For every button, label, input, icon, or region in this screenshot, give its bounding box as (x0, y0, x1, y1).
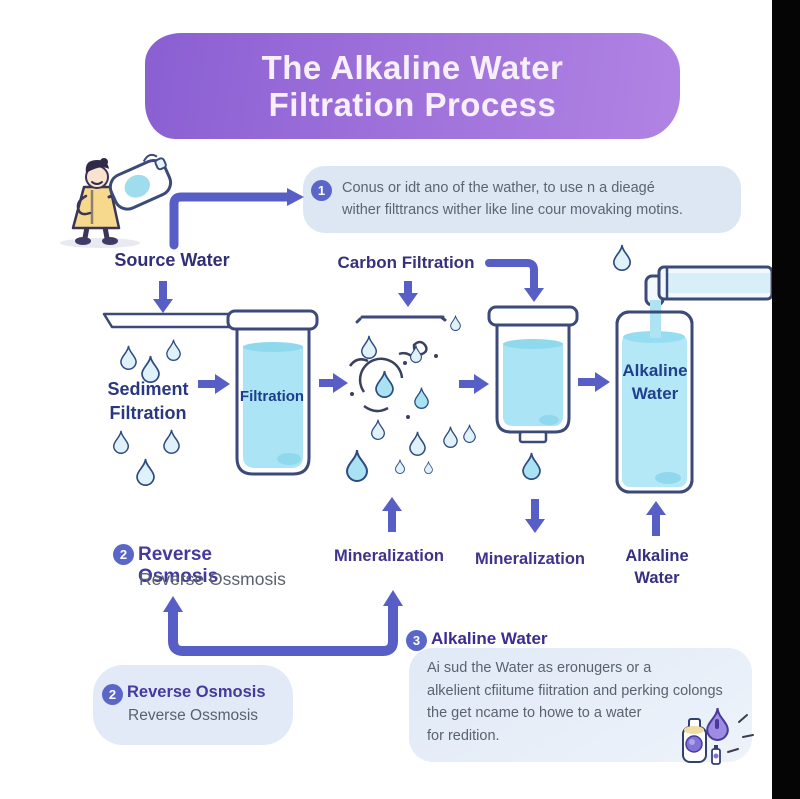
arrow-down-mineralization (525, 499, 545, 533)
water-drop-icon (414, 387, 429, 409)
page-title-line1: The Alkaline Water (261, 49, 564, 86)
water-drop-icon (450, 315, 461, 331)
label-glass-line1: Alkaline (622, 361, 688, 380)
arrow-right-2 (319, 373, 348, 393)
arrow-down-source (153, 281, 173, 313)
callout-3-text: Ai sud the Water as eronugers or a alkel… (427, 657, 757, 747)
label-reverse-osmosis-title: Reverse Osmosis (138, 544, 219, 587)
callout-1-text: Conus or idt ano of the wather, to use n… (342, 178, 732, 221)
label-sediment-line1: Sediment (107, 379, 189, 399)
arrow-right-4 (578, 372, 610, 392)
callout-3-heading: Alkaline Water (431, 629, 548, 648)
callout-3-line3: the get ncame to howe to a water (427, 705, 642, 721)
callout-2-title: Reverse Osmosis (127, 683, 266, 701)
label-alkaline-small-line2: Water (634, 569, 680, 587)
water-drop-icon (371, 419, 385, 440)
label-sediment-line2: Filtration (109, 403, 187, 423)
water-drop-icon (163, 429, 180, 454)
swirl-icon (348, 340, 438, 419)
step-2-badge-bottom: 2 (102, 684, 123, 705)
title-banner: The Alkaline Water Filtration Process (145, 33, 680, 139)
callout-3-line2: alkelient cfiitume fiitration and perkin… (427, 682, 723, 699)
water-stream-icon (650, 296, 661, 340)
mineralization-beaker (487, 305, 579, 444)
callout-2-subtitle: Reverse Ossmosis (128, 707, 259, 724)
callout-3-line1: Ai sud the Water as eronugers or a (427, 660, 652, 676)
label-reverse-osmosis-subtitle: Reverse Ossmosis (139, 569, 286, 589)
callout-3-line4: for redition. (427, 727, 500, 744)
water-drop-icon (613, 244, 631, 271)
water-drop-icon (409, 431, 426, 456)
water-drop-icon (410, 345, 422, 363)
step-2-badge: 2 (113, 544, 134, 565)
label-glass-line2: Water (631, 384, 679, 403)
step-3-badge: 3 (406, 630, 427, 651)
water-drop-icon (375, 370, 394, 398)
step-1-badge: 1 (311, 180, 332, 201)
arrow-up-swirl (382, 497, 402, 532)
water-drops (113, 244, 631, 486)
arrow-down-carbon (398, 281, 418, 307)
label-mineralization-right: Mineralization (474, 550, 585, 568)
faucet-spout-icon (644, 274, 665, 307)
person-pouring-bottle-illustration (60, 153, 173, 248)
water-drop-icon (395, 459, 405, 474)
faucet-pipe-icon (657, 265, 774, 301)
sediment-tray-icon (102, 312, 242, 329)
water-drop-icon (424, 461, 433, 474)
label-glass-alkaline-water: Alkaline Water (618, 359, 692, 405)
label-carbon-filtration: Carbon Filtration (337, 253, 475, 272)
water-drop-icon (463, 424, 476, 443)
label-alkaline-small-line1: Alkaline (625, 547, 689, 565)
label-source-water: Source Water (114, 250, 230, 270)
water-drop-icon (361, 335, 377, 359)
arrow-to-callout1 (169, 188, 304, 250)
arrow-right-1 (198, 374, 230, 394)
callout-2-box (93, 665, 293, 745)
label-beaker-filtration: Filtration (239, 388, 305, 405)
arrow-right-3 (459, 374, 489, 394)
label-mineralization-left: Mineralization (333, 547, 444, 565)
callout-1-line2: wither filttrancs wither like line cour … (342, 201, 683, 218)
arrow-elbow-carbon (485, 259, 544, 302)
arrow-up-glass (646, 501, 666, 536)
label-alkaline-water-small: Alkaline Water (618, 545, 696, 589)
water-drop-icon (136, 458, 155, 486)
page-title-line2: Filtration Process (268, 86, 557, 123)
right-edge-bar (772, 0, 800, 799)
carbon-filter-bar-icon (355, 315, 447, 324)
water-drop-icon (346, 449, 368, 482)
water-drop-icon (166, 339, 181, 361)
water-drop-icon (522, 452, 541, 480)
water-drop-icon (113, 430, 129, 454)
water-drop-icon (443, 426, 458, 448)
label-sediment-filtration: Sediment Filtration (98, 377, 198, 425)
water-drop-icon (120, 345, 137, 370)
callout-1-line1: Conus or idt ano of the wather, to use n… (342, 180, 655, 196)
water-jug-icon (108, 153, 173, 211)
arrow-u-loop (163, 590, 403, 656)
callout-1-box (303, 166, 741, 233)
